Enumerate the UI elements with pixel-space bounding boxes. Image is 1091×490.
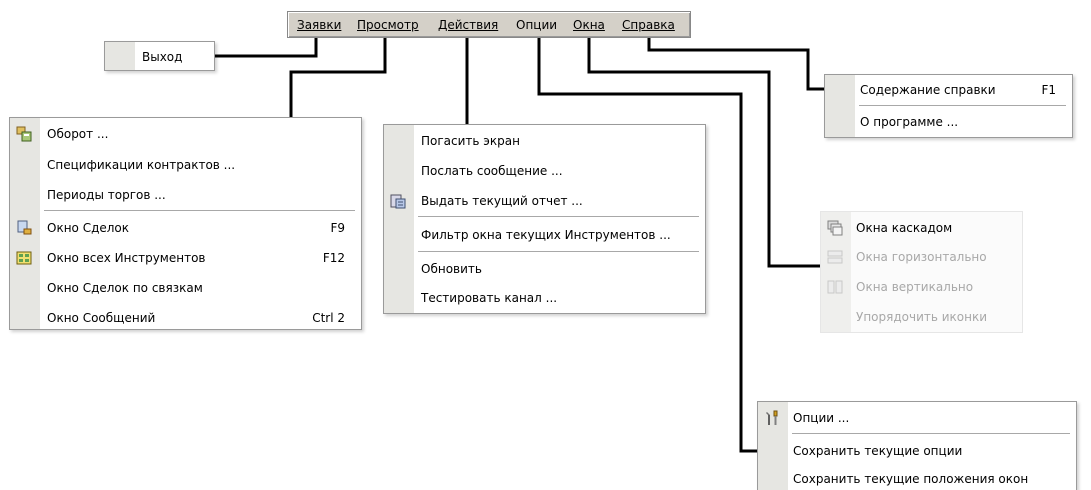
menu-gutter xyxy=(825,75,855,137)
menu-item-test-channel[interactable]: Тестировать канал ... xyxy=(384,287,705,309)
menu-item-label: Периоды торгов ... xyxy=(47,188,166,202)
menu-separator xyxy=(792,433,1070,434)
menubar-prosmotr[interactable]: Просмотр xyxy=(357,18,419,32)
menu-item-shortcut: F1 xyxy=(1041,83,1056,97)
menu-item-messages-window[interactable]: Окно Сообщений Ctrl 2 xyxy=(10,307,361,329)
menubar-deystviya-label: Действия xyxy=(438,18,499,32)
menu-item-shortcut: F12 xyxy=(322,251,345,265)
menubar-deystviya[interactable]: Действия xyxy=(438,18,498,32)
menu-item-label: Выход xyxy=(142,50,183,64)
menu-item-instruments-window[interactable]: Окно всех Инструментов F12 xyxy=(10,247,361,269)
menu-separator xyxy=(418,251,699,252)
tools-icon xyxy=(766,410,778,425)
menu-item-label: Окна каскадом xyxy=(856,221,953,235)
menu-separator xyxy=(418,216,699,217)
menubar-zayavki-label: Заявки xyxy=(297,18,342,32)
menubar-zayavki[interactable]: Заявки xyxy=(297,18,341,32)
connector-zayavki xyxy=(215,38,318,58)
menu-spravka: Содержание справки F1 О программе ... xyxy=(824,74,1073,138)
menu-opcii: Опции ... Сохранить текущие опции Сохран… xyxy=(757,401,1077,490)
menu-item-refresh[interactable]: Обновить xyxy=(384,258,705,280)
menu-gutter xyxy=(105,42,135,70)
menu-item-send-message[interactable]: Послать сообщение ... xyxy=(384,160,705,182)
menubar-opcii[interactable]: Опции xyxy=(516,18,557,32)
menu-item-trading-periods[interactable]: Периоды торгов ... xyxy=(10,184,361,206)
menu-item-label: Сохранить текущие опции xyxy=(793,444,963,458)
report-icon xyxy=(390,194,406,209)
menu-prosmotr: Оборот ... Спецификации контрактов ... П… xyxy=(9,117,362,330)
menu-item-label: Тестировать канал ... xyxy=(421,291,558,305)
instruments-window-icon xyxy=(16,251,32,265)
menu-item-exit[interactable]: Выход xyxy=(105,46,214,68)
menu-item-blank-screen[interactable]: Погасить экран xyxy=(384,130,705,152)
menu-item-label: Обновить xyxy=(421,262,482,276)
menu-item-instruments-filter[interactable]: Фильтр окна текущих Инструментов ... xyxy=(384,224,705,246)
connector-opcii xyxy=(537,38,757,453)
menu-item-label: Опции ... xyxy=(793,411,850,425)
menu-zayavki: Выход xyxy=(104,41,215,71)
menubar-spravka-label: Справка xyxy=(622,18,675,32)
menu-item-turnover[interactable]: Оборот ... xyxy=(10,123,361,145)
menu-okna: Окна каскадом Окна горизонтально Окна ве… xyxy=(820,211,1023,333)
menu-item-label: Окно Сделок xyxy=(47,221,130,235)
menu-gutter xyxy=(384,125,414,313)
menu-item-shortcut: F9 xyxy=(330,221,345,235)
menu-item-tile-vertical[interactable]: Окна вертикально xyxy=(821,276,1022,298)
deals-window-icon xyxy=(17,220,32,235)
menu-item-label: Окно всех Инструментов xyxy=(47,251,206,265)
menu-item-label: Послать сообщение ... xyxy=(421,164,563,178)
menu-item-save-window-positions[interactable]: Сохранить текущие положения окон xyxy=(758,468,1076,490)
menu-item-label: Окна горизонтально xyxy=(856,250,987,264)
menu-item-label: Содержание справки xyxy=(860,83,996,97)
menu-item-label: О программе ... xyxy=(860,115,959,129)
menu-item-label: Выдать текущий отчет ... xyxy=(421,194,583,208)
menu-bar: Заявки Просмотр Действия Опции Окна Спра… xyxy=(287,11,691,38)
menu-item-current-report[interactable]: Выдать текущий отчет ... xyxy=(384,190,705,212)
menu-item-tile-horizontal[interactable]: Окна горизонтально xyxy=(821,246,1022,268)
tile-vertical-icon xyxy=(827,280,843,294)
menu-item-arrange-icons[interactable]: Упорядочить иконки xyxy=(821,306,1022,328)
menu-item-contract-specs[interactable]: Спецификации контрактов ... xyxy=(10,154,361,176)
menu-separator xyxy=(859,105,1066,106)
turnover-icon xyxy=(16,126,32,142)
menu-separator xyxy=(44,210,355,211)
menu-item-label: Погасить экран xyxy=(421,134,520,148)
menu-item-cascade[interactable]: Окна каскадом xyxy=(821,217,1022,239)
menu-item-label: Упорядочить иконки xyxy=(856,310,988,324)
menu-item-label: Спецификации контрактов ... xyxy=(47,158,236,172)
tile-horizontal-icon xyxy=(827,250,843,264)
menu-deystviya: Погасить экран Послать сообщение ... Выд… xyxy=(383,124,706,314)
menu-item-shortcut: Ctrl 2 xyxy=(312,311,345,325)
menubar-opcii-label: Опции xyxy=(516,18,558,32)
menu-item-about[interactable]: О программе ... xyxy=(825,111,1072,133)
menu-item-save-options[interactable]: Сохранить текущие опции xyxy=(758,440,1076,462)
connector-spravka xyxy=(647,38,824,91)
menu-item-label: Окно Сообщений xyxy=(47,311,156,325)
connector-okna xyxy=(587,38,823,268)
menu-item-label: Фильтр окна текущих Инструментов ... xyxy=(421,228,671,242)
menu-item-link-deals-window[interactable]: Окно Сделок по связкам xyxy=(10,277,361,299)
menubar-spravka[interactable]: Справка xyxy=(622,18,675,32)
menu-item-label: Оборот ... xyxy=(47,127,109,141)
menu-gutter xyxy=(758,402,788,490)
menu-item-options[interactable]: Опции ... xyxy=(758,407,1076,429)
cascade-icon xyxy=(827,220,843,236)
menu-item-label: Окно Сделок по связкам xyxy=(47,281,203,295)
menubar-prosmotr-label: Просмотр xyxy=(357,18,419,32)
menu-item-help-contents[interactable]: Содержание справки F1 xyxy=(825,79,1072,101)
menubar-okna-label: Окна xyxy=(573,18,605,32)
menubar-okna[interactable]: Окна xyxy=(573,18,605,32)
menu-item-deals-window[interactable]: Окно Сделок F9 xyxy=(10,217,361,239)
menu-item-label: Сохранить текущие положения окон xyxy=(793,472,1029,486)
menu-item-label: Окна вертикально xyxy=(856,280,974,294)
connector-prosmotr xyxy=(289,38,387,117)
